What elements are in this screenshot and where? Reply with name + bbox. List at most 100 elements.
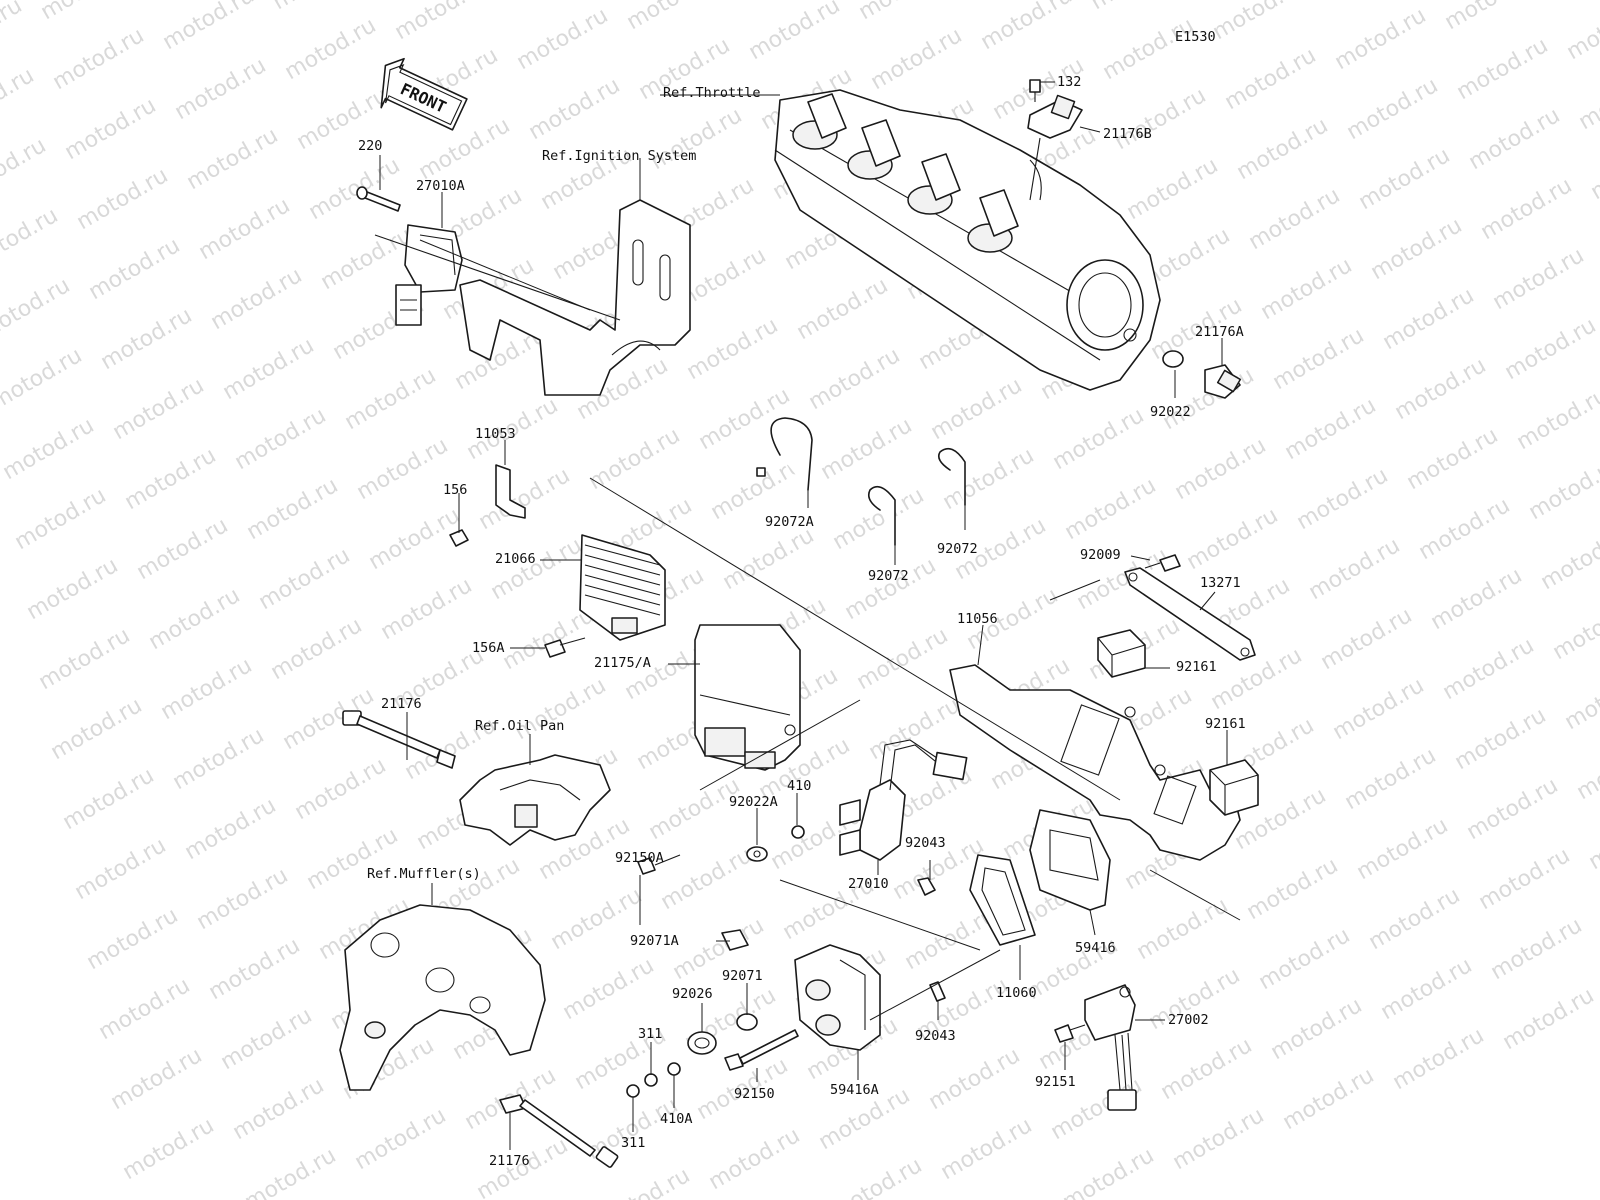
label-410: 410 (787, 778, 811, 794)
label-59416A: 59416A (830, 1082, 879, 1098)
watermark-text: motod.ru (353, 433, 453, 505)
watermark-text: motod.ru (1561, 663, 1600, 735)
watermark-text: motod.ru (49, 23, 149, 95)
watermark-text: motod.ru (365, 503, 465, 575)
watermark-text: motod.ru (1317, 603, 1417, 675)
watermark-text: motod.ru (85, 233, 185, 305)
pin-92043-b (929, 981, 946, 1002)
watermark-text: motod.ru (145, 583, 245, 655)
reference-labels: Ref.Throttle Ref.Ignition System Ref.Oil… (367, 85, 761, 882)
watermark-text: motod.ru (623, 0, 723, 35)
label-11060: 11060 (996, 985, 1037, 1001)
watermark-text: motod.ru (391, 0, 491, 45)
watermark-text: motod.ru (1341, 743, 1441, 815)
watermark-text: motod.ru (1183, 503, 1283, 575)
watermark-text: motod.ru (1329, 673, 1429, 745)
sensor-21176-bottom (499, 1094, 619, 1168)
watermark-text: motod.ru (1365, 883, 1465, 955)
watermark-text: motod.ru (1353, 813, 1453, 885)
watermark-text: motod.ru (1439, 633, 1539, 705)
watermark-text: motod.ru (1367, 213, 1467, 285)
ref-throttle-label: Ref.Throttle (663, 85, 761, 101)
label-132: 132 (1057, 74, 1081, 90)
throttle-body-assembly (774, 89, 1161, 391)
watermark-text: motod.ru (23, 553, 123, 625)
leader-lines (379, 81, 1241, 1150)
label-21176-top: 21176 (381, 696, 422, 712)
watermark-text: motod.ru (1563, 0, 1600, 65)
watermark-text: motod.ru (1585, 803, 1600, 875)
watermark-text: motod.ru (475, 463, 575, 535)
watermark-text: motod.ru (193, 863, 293, 935)
watermark-text: motod.ru (183, 123, 283, 195)
watermark-text: motod.ru (1451, 703, 1551, 775)
label-92150: 92150 (734, 1086, 775, 1102)
watermark-text: motod.ru (1243, 853, 1343, 925)
label-92022: 92022 (1150, 404, 1191, 420)
sensor-21176A (1204, 364, 1242, 399)
watermark-text: motod.ru (1319, 0, 1419, 5)
bracket-11056 (949, 664, 1241, 861)
sensor-21176-top (342, 710, 456, 769)
clip-92072-a (867, 485, 896, 546)
label-92072A: 92072A (765, 514, 814, 530)
watermark-text: motod.ru (927, 373, 1027, 445)
bolt-220 (356, 186, 401, 212)
watermark-text: motod.ru (1477, 173, 1577, 245)
label-92072-b: 92072 (937, 541, 978, 557)
watermark-text: motod.ru (1207, 643, 1307, 715)
watermark-text: motod.ru (71, 833, 171, 905)
oil-pan-ref (459, 754, 611, 846)
watermark-text: motod.ru (1475, 843, 1575, 915)
watermark-text: motod.ru (719, 523, 819, 595)
watermark-text: motod.ru (1501, 313, 1600, 385)
label-92071: 92071 (722, 968, 763, 984)
watermark-text: motod.ru (513, 3, 613, 75)
watermark-text: motod.ru (1245, 183, 1345, 255)
watermark-text: motod.ru (1059, 1143, 1159, 1200)
watermark-text: motod.ru (1587, 133, 1600, 205)
label-156: 156 (443, 482, 467, 498)
watermark-text: motod.ru (1281, 393, 1381, 465)
watermark-text: motod.ru (181, 793, 281, 865)
label-410A: 410A (660, 1111, 693, 1127)
label-11053: 11053 (475, 426, 516, 442)
watermark-text: motod.ru (1465, 103, 1565, 175)
watermark-text: motod.ru (525, 73, 625, 145)
watermark-text: motod.ru (1157, 1033, 1257, 1105)
watermark-text: motod.ru (1133, 893, 1233, 965)
watermark-text: motod.ru (595, 1163, 695, 1200)
label-21175A: 21175/A (594, 655, 651, 671)
watermark-text: motod.ru (1111, 83, 1211, 155)
watermark-text: motod.ru (0, 133, 50, 205)
bolt-92150 (724, 1029, 799, 1071)
watermark-text: motod.ru (855, 0, 955, 25)
watermark-text: motod.ru (83, 903, 183, 975)
watermark-text: motod.ru (925, 1043, 1025, 1115)
clip-92072A (770, 417, 813, 491)
label-11056: 11056 (957, 611, 998, 627)
bracket-11053 (495, 464, 526, 519)
watermark-text: motod.ru (97, 303, 197, 375)
watermark-text: motod.ru (341, 363, 441, 435)
watermark-text: motod.ru (1597, 873, 1600, 945)
watermark-text: motod.ru (585, 423, 685, 495)
label-21176A: 21176A (1195, 324, 1244, 340)
watermark-text: motod.ru (255, 543, 355, 615)
clip-92072A-end (756, 467, 766, 477)
watermark-text: motod.ru (1463, 773, 1563, 845)
watermark-text: motod.ru (1049, 403, 1149, 475)
watermark-text: motod.ru (291, 753, 391, 825)
ref-ignition-system-label: Ref.Ignition System (542, 148, 696, 164)
watermark-text: motod.ru (109, 373, 209, 445)
watermark-text: motod.ru (47, 693, 147, 765)
label-21176-bottom: 21176 (489, 1153, 530, 1169)
housing-59416A (794, 944, 881, 1051)
clip-92072-b (937, 447, 966, 506)
bolt-92151 (1054, 1024, 1086, 1043)
watermark-text: motod.ru (377, 573, 477, 645)
watermark-text: motod.ru (1487, 913, 1587, 985)
watermark-text: motod.ru (1575, 63, 1600, 135)
watermark-text: motod.ru (1513, 383, 1600, 455)
